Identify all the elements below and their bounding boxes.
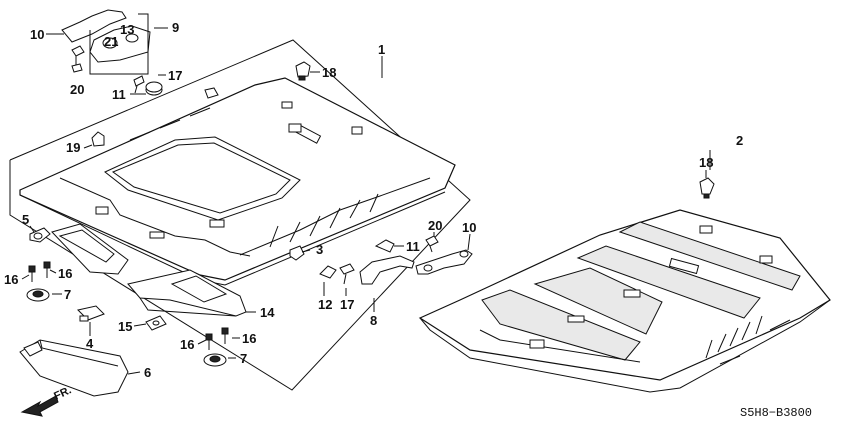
callout-16d: 16	[242, 331, 256, 346]
clip-19	[91, 131, 105, 147]
callout-10a: 10	[30, 27, 44, 42]
grab-handle-8	[359, 255, 415, 285]
clip-18-right	[699, 177, 715, 199]
callout-11b: 11	[406, 239, 420, 254]
callout-7a: 7	[64, 287, 71, 302]
clip-15	[145, 315, 167, 331]
callout-11a: 11	[112, 87, 126, 102]
callout-6: 6	[144, 365, 151, 380]
callout-17b: 17	[340, 297, 354, 312]
clip-upper-small	[204, 87, 219, 99]
clip-18-upper	[295, 61, 311, 81]
callout-4: 4	[86, 336, 94, 351]
bracket-10-mid	[415, 249, 473, 275]
visor-holder-5	[29, 227, 51, 243]
callout-1: 1	[378, 42, 385, 57]
callout-3: 3	[316, 242, 323, 257]
callout-16b: 16	[58, 266, 72, 281]
clip-4	[77, 305, 105, 322]
leader-lines	[21, 27, 707, 375]
headliner-standard	[418, 209, 831, 393]
callout-18a: 18	[322, 65, 336, 80]
callout-16c: 16	[180, 337, 194, 352]
bolt-17-mid	[339, 263, 355, 285]
callout-10b: 10	[462, 220, 476, 235]
sunvisor-14	[127, 269, 247, 317]
callout-14: 14	[260, 305, 275, 320]
screws-16-left	[28, 261, 51, 282]
cover-12	[319, 265, 337, 279]
callout-20a: 20	[70, 82, 84, 97]
callout-12: 12	[318, 297, 332, 312]
callout-13: 13	[120, 22, 134, 37]
callout-5: 5	[22, 212, 29, 227]
callout-8: 8	[370, 313, 377, 328]
callout-19: 19	[66, 140, 80, 155]
bolt-17-upper	[133, 75, 145, 94]
callout-17a: 17	[168, 68, 182, 83]
callout-15: 15	[118, 319, 132, 334]
clip-3	[289, 245, 305, 261]
callout-18b: 18	[699, 155, 713, 170]
callout-16a: 16	[4, 272, 18, 287]
cover-11-mid	[374, 239, 395, 253]
callout-21: 21	[104, 34, 118, 49]
visor-bracket	[51, 223, 129, 275]
screws-16-right	[205, 327, 229, 350]
callout-7b: 7	[240, 351, 247, 366]
callout-2: 2	[736, 133, 743, 148]
callouts: 10 9 13 21 20 17 11 18 1 19 3 5 16 16 7 …	[4, 20, 743, 380]
grab-handle-assembly-upper	[61, 9, 151, 75]
cap-7-left	[26, 288, 50, 302]
front-direction-arrow: FR.	[20, 384, 73, 417]
bolt-20-mid	[425, 235, 439, 253]
callout-20b: 20	[428, 218, 442, 233]
diagram-code: S5H8−B3800	[740, 406, 812, 420]
group-frame-1	[9, 39, 471, 391]
sunvisor-6	[19, 339, 129, 397]
callout-9: 9	[172, 20, 179, 35]
headliner-sunroof	[19, 77, 456, 286]
cap-7-right	[203, 353, 227, 367]
clip-11-upper	[145, 81, 163, 96]
